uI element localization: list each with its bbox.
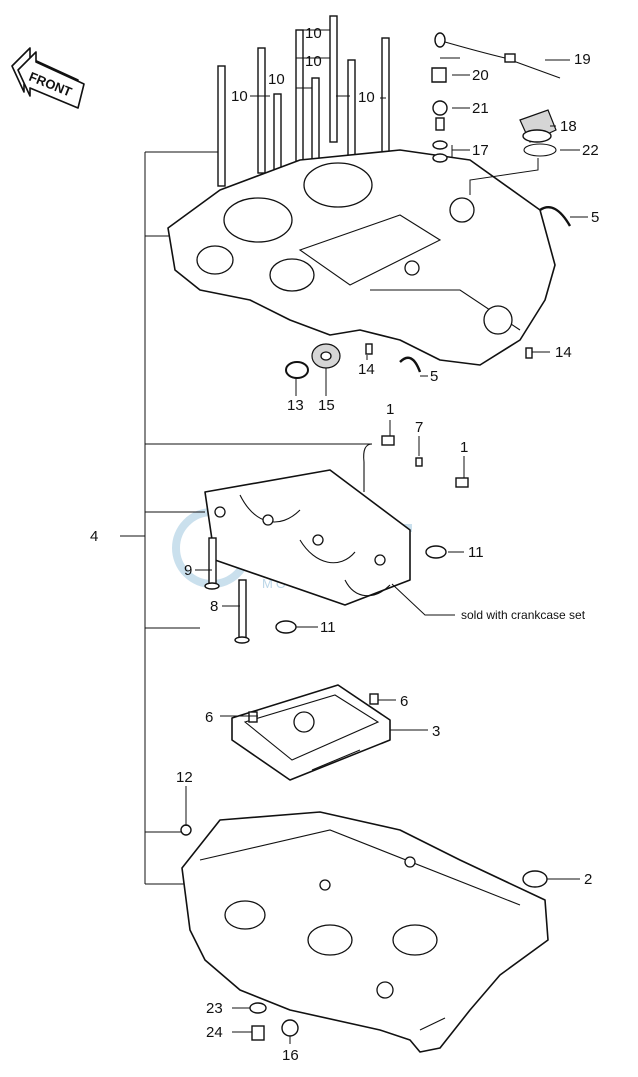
callout-11a: 11 — [468, 544, 484, 561]
callout-10e: 10 — [358, 89, 375, 106]
callout-5b: 5 — [430, 368, 438, 385]
ring-5b — [399, 356, 422, 373]
callout-3: 3 — [432, 723, 440, 740]
stud-6 — [329, 15, 338, 143]
callout-18: 18 — [560, 118, 577, 135]
washer-17a — [432, 140, 448, 150]
callout-14a: 14 — [358, 361, 375, 378]
stud-1 — [217, 65, 226, 187]
lower-crankcase — [181, 811, 549, 1053]
front-arrow-icon: FRONT — [11, 47, 85, 109]
plug-12 — [180, 824, 192, 836]
callout-7: 7 — [415, 419, 423, 436]
group-bracket-4 — [120, 151, 372, 885]
callout-10d: 10 — [305, 53, 322, 70]
callout-24: 24 — [206, 1024, 223, 1041]
callout-9: 9 — [184, 562, 192, 579]
gasket-23 — [249, 1002, 267, 1014]
seal-11a — [425, 545, 447, 559]
leader-22 — [469, 158, 539, 195]
callout-12: 12 — [176, 769, 193, 786]
plug-16 — [281, 1019, 299, 1037]
seal-2 — [522, 870, 548, 888]
drain-plug-24 — [251, 1025, 265, 1041]
baffle-plate-3 — [231, 684, 391, 781]
gear-15 — [311, 343, 341, 369]
fitting-21 — [432, 100, 448, 116]
upper-crankcase — [167, 149, 556, 366]
callout-15: 15 — [318, 397, 335, 414]
stem-21 — [435, 117, 445, 131]
stud-4 — [295, 29, 304, 163]
screw-6b — [369, 693, 379, 705]
stud-2 — [257, 47, 266, 174]
callout-14b: 14 — [555, 344, 572, 361]
callout-5a: 5 — [591, 209, 599, 226]
seal-11b — [275, 620, 297, 634]
callout-8: 8 — [210, 598, 218, 615]
bolt-1a — [381, 420, 395, 446]
dowel-7 — [415, 436, 423, 467]
bearing-caps: sold with crankcase set — [204, 469, 586, 622]
dowel-14b — [525, 347, 533, 359]
stud-8 — [381, 37, 390, 167]
bolt-8 — [234, 579, 250, 644]
callout-labels: 10 10 10 10 10 19 20 21 17 18 22 5 14 14… — [90, 25, 599, 1064]
callout-16: 16 — [282, 1047, 299, 1064]
bracket-bolts — [363, 443, 373, 492]
bolt-9 — [204, 537, 220, 590]
switch-20 — [431, 67, 447, 83]
o-ring-22 — [523, 143, 557, 157]
callout-6b: 6 — [400, 693, 408, 710]
callout-4: 4 — [90, 528, 98, 545]
callout-13: 13 — [287, 397, 304, 414]
callout-22: 22 — [582, 142, 599, 159]
crankcase-set-note: sold with crankcase set — [461, 608, 586, 622]
callout-21: 21 — [472, 100, 489, 117]
dowel-14a — [365, 343, 373, 355]
callout-6a: 6 — [205, 709, 213, 726]
oil-pressure-switch-19 — [434, 32, 561, 79]
callout-10c: 10 — [305, 25, 322, 42]
callout-19: 19 — [574, 51, 591, 68]
callout-20: 20 — [472, 67, 489, 84]
callout-2: 2 — [584, 871, 592, 888]
callout-17: 17 — [472, 142, 489, 159]
callout-10b: 10 — [268, 71, 285, 88]
callout-23: 23 — [206, 1000, 223, 1017]
bolt-1b — [455, 456, 469, 488]
callout-1a: 1 — [386, 401, 394, 418]
callout-10a: 10 — [231, 88, 248, 105]
screw-6a — [248, 711, 258, 723]
callout-11b: 11 — [320, 619, 336, 636]
ring-13 — [285, 361, 309, 379]
ring-5a — [539, 206, 572, 227]
callout-1b: 1 — [460, 439, 468, 456]
washer-17b — [432, 153, 448, 163]
oil-filler-cap-18 — [519, 109, 557, 143]
crankcase-studs — [217, 15, 390, 217]
callout-leaders — [185, 29, 588, 1044]
